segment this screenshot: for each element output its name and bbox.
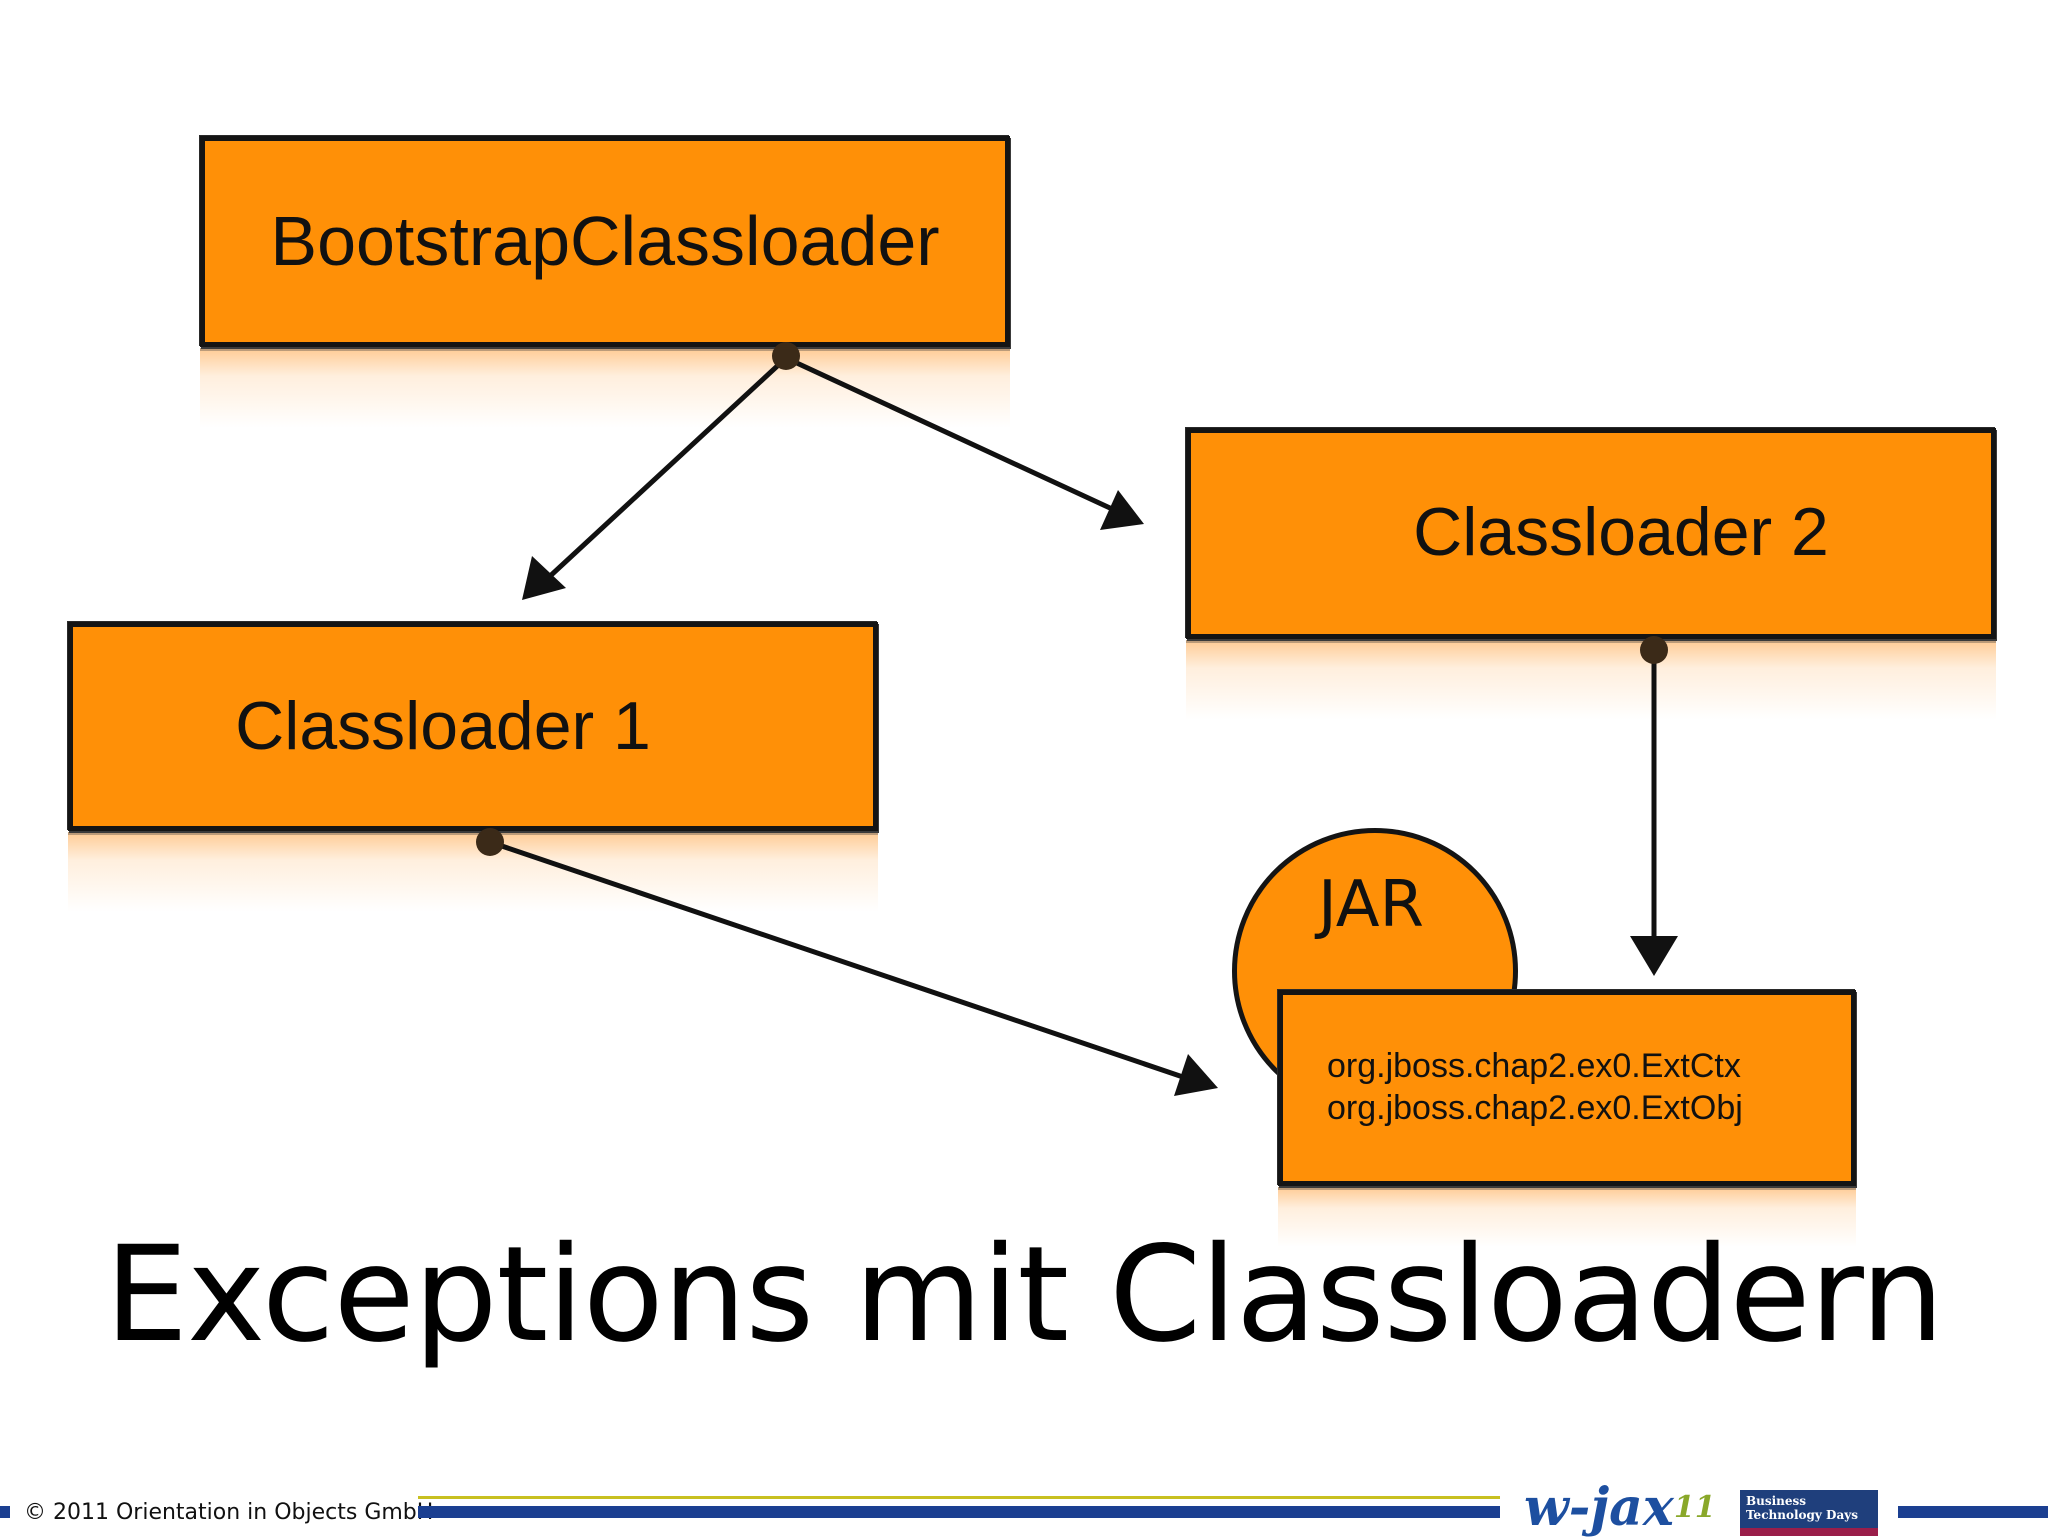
copyright-text: © 2011 Orientation in Objects GmbH [24,1500,434,1525]
wjax-logo-text: w-jax [1524,1477,1674,1538]
jar-class-extctx: org.jboss.chap2.ex0.ExtCtx [1327,1047,1741,1085]
classloader1-box-reflection [68,832,878,912]
btd-logo-line1: Business [1746,1494,1807,1508]
classloader-2-label: Classloader 2 [1413,494,1829,570]
business-technology-days-logo: Business Technology Days [1740,1490,1878,1536]
footer-right-bar [1898,1506,2048,1518]
classloader-1-box: Classloader 1 [68,622,878,831]
btd-logo-line2: Technology Days [1746,1508,1858,1522]
bootstrap-box-reflection [200,348,1010,428]
btd-logo-stripe [1740,1528,1878,1536]
jar-class-extobj: org.jboss.chap2.ex0.ExtObj [1327,1089,1743,1127]
slide-title: Exceptions mit Classloadern [104,1218,1945,1372]
wjax-logo: w-jax11 [1524,1480,1716,1536]
wjax-logo-year: 11 [1673,1490,1716,1525]
classloader2-box-reflection [1186,640,1996,720]
classloader-2-box: Classloader 2 [1186,428,1996,639]
bootstrap-classloader-box: BootstrapClassloader [200,136,1010,347]
slide-footer: © 2011 Orientation in Objects GmbH w-jax… [0,1480,2048,1536]
footer-olive-line [418,1496,1500,1499]
footer-left-marker [0,1506,10,1518]
jar-contents-box: org.jboss.chap2.ex0.ExtCtx org.jboss.cha… [1278,990,1856,1186]
classloader-1-label: Classloader 1 [235,688,651,764]
jar-badge-label: JAR [1318,868,1424,942]
footer-blue-bar [418,1506,1500,1518]
bootstrap-classloader-label: BootstrapClassloader [270,202,940,280]
jar-box-reflection [1278,1187,1856,1247]
